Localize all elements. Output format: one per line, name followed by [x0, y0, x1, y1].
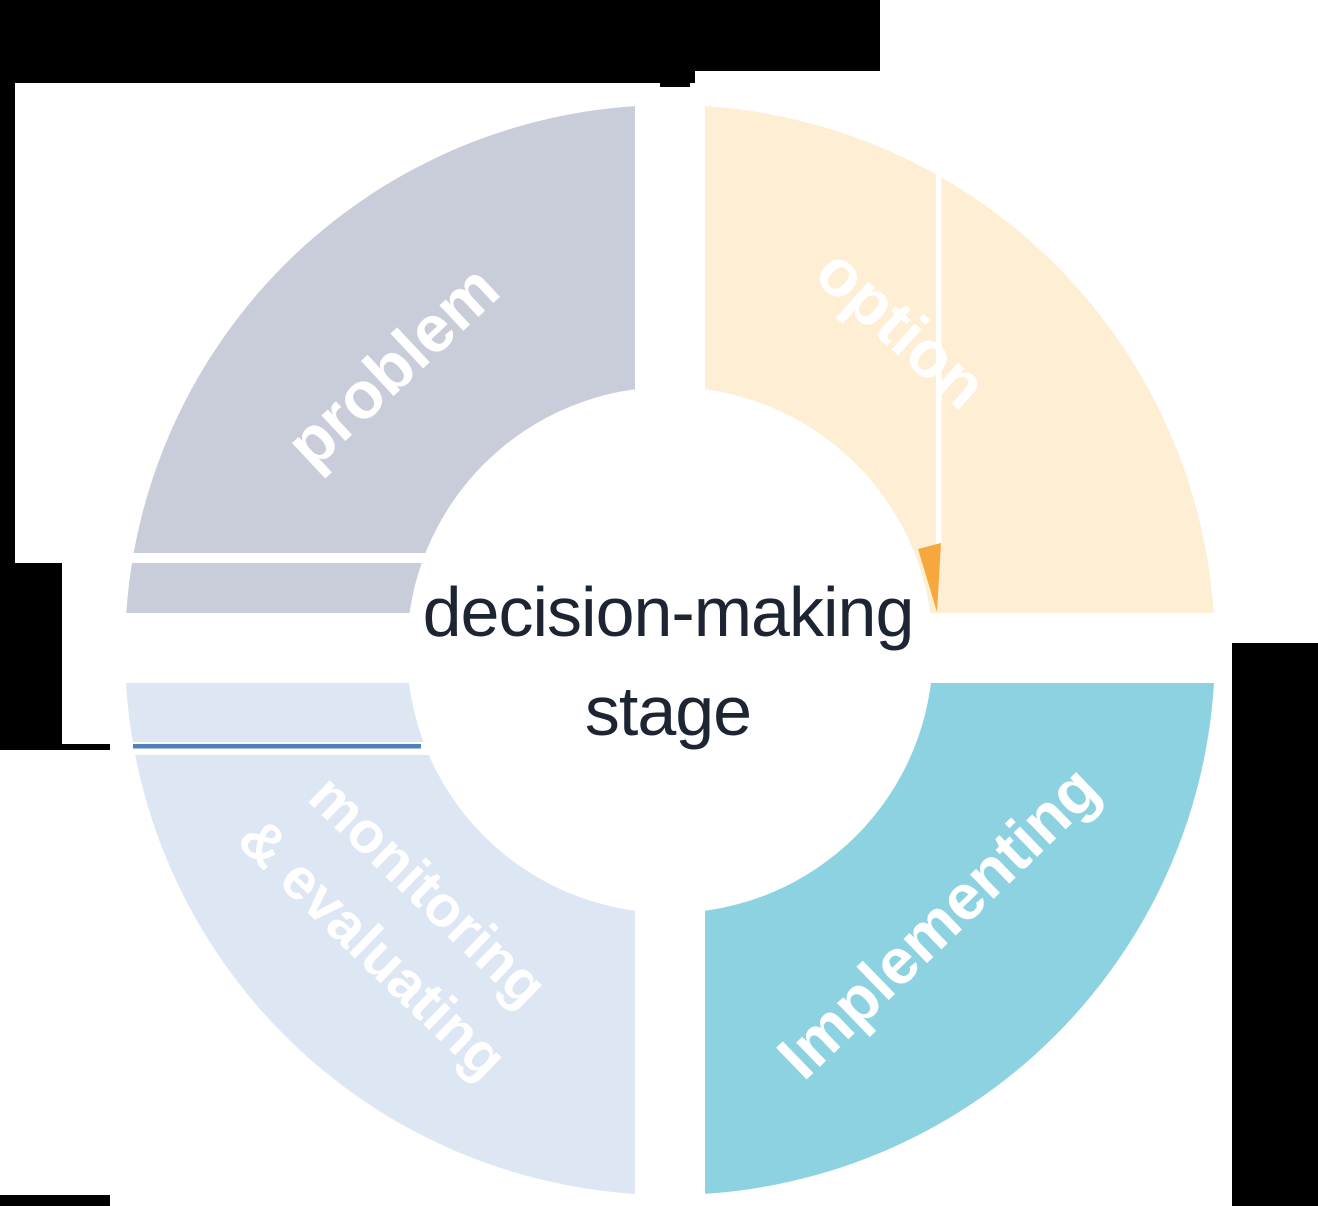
artifact-top-band-left [0, 0, 695, 83]
blue-rule-line [133, 744, 421, 749]
amber-wedge [918, 543, 941, 612]
artifact-bottom-left-bar [0, 1195, 110, 1206]
segment-monitoring-shape [125, 650, 670, 1195]
center-hub-label-line1: decision-making [422, 573, 915, 651]
artifact-left-line [62, 744, 110, 750]
center-hub [407, 387, 933, 913]
artifact-top-band-step [660, 83, 690, 87]
option-divider-line [936, 172, 942, 546]
center-hub-label-line2: stage [584, 672, 752, 750]
segment-option-shape [670, 105, 1215, 650]
artifact-left-strip [0, 83, 15, 563]
center-hub-label: decision-making stage [422, 563, 915, 761]
artifact-top-band-right [695, 0, 880, 71]
artifact-right-bar [1232, 643, 1318, 1206]
segment-problem-shape [125, 105, 670, 650]
artifact-left-block [0, 563, 62, 750]
segment-implementing-shape [670, 650, 1215, 1195]
left-upper-cut [0, 553, 635, 563]
